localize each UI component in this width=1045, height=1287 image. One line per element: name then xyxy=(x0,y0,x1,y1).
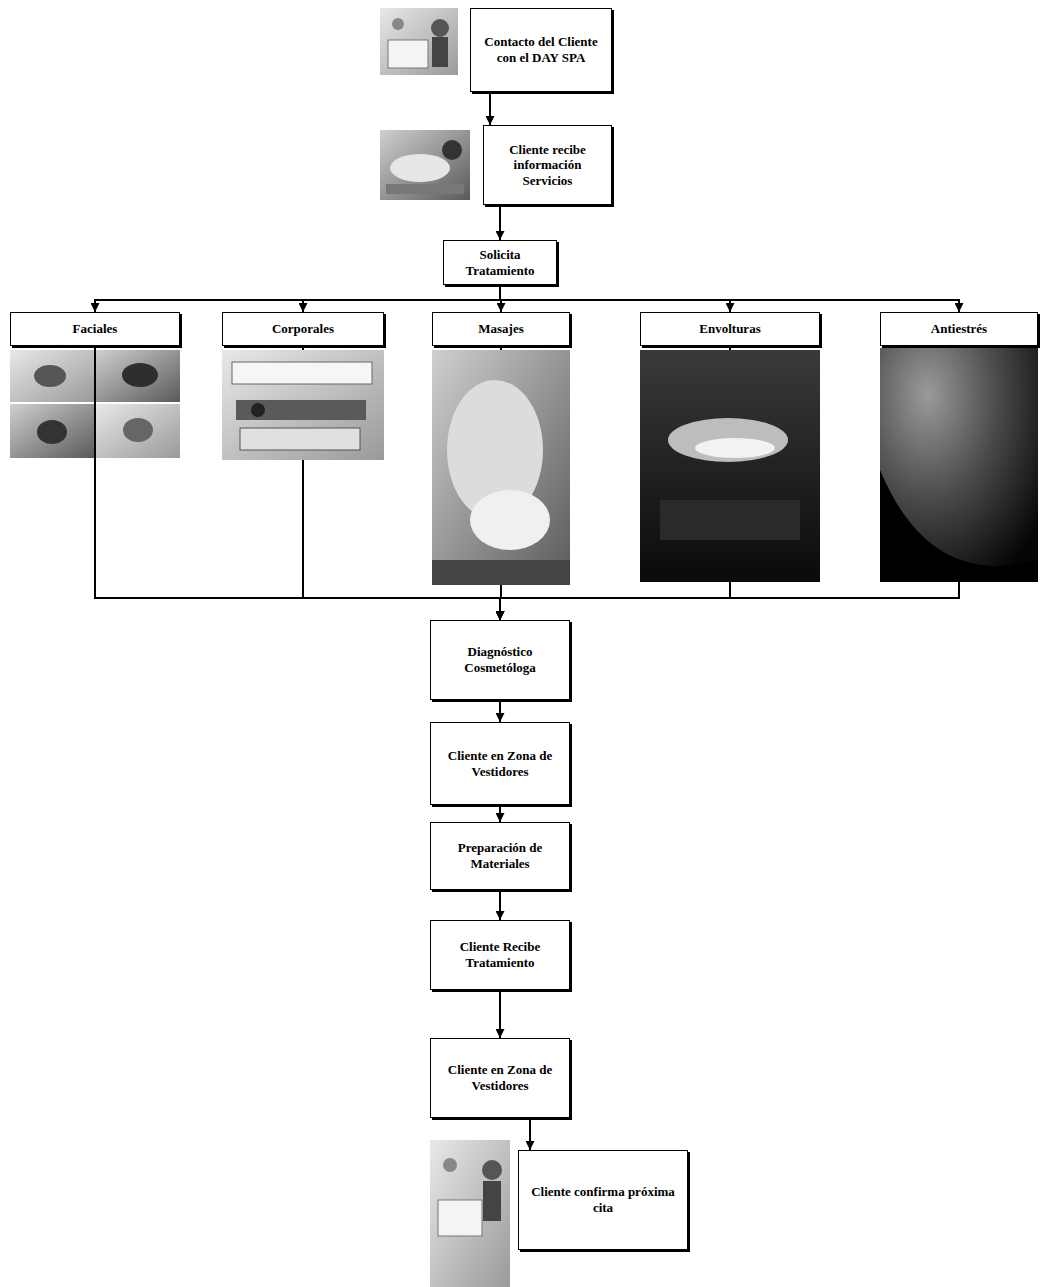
flow-arrow xyxy=(499,990,501,1038)
photo-illustration xyxy=(380,8,458,75)
flow-arrow xyxy=(499,805,501,822)
box-label: Faciales xyxy=(73,321,118,337)
box-label: Cliente Recibe Tratamiento xyxy=(439,939,561,970)
process-box: Cliente Recibe Tratamiento xyxy=(430,920,570,990)
process-box: Faciales xyxy=(10,312,180,346)
box-label: Envolturas xyxy=(699,321,760,337)
flow-arrow xyxy=(95,285,500,312)
flow-arrow xyxy=(500,346,959,620)
process-box: Cliente en Zona de Vestidores xyxy=(430,1038,570,1118)
flow-arrow xyxy=(500,285,730,312)
process-box: Masajes xyxy=(432,312,570,346)
flow-arrow xyxy=(500,346,501,620)
box-label: Contacto del Cliente con el DAY SPA xyxy=(479,34,603,65)
box-label: Cliente en Zona de Vestidores xyxy=(439,748,561,779)
box-label: Cliente recibe información Servicios xyxy=(492,142,603,189)
box-label: Solicita Tratamiento xyxy=(452,247,548,278)
flow-arrow xyxy=(499,890,501,920)
photo-illustration xyxy=(10,350,180,458)
flow-arrow xyxy=(95,346,500,620)
box-label: Cliente confirma próxima cita xyxy=(527,1184,679,1215)
photo-illustration xyxy=(432,350,570,585)
process-box: Preparación de Materiales xyxy=(430,822,570,890)
process-box: Cliente confirma próxima cita xyxy=(518,1150,688,1250)
process-box: Cliente en Zona de Vestidores xyxy=(430,722,570,805)
flow-arrow xyxy=(303,285,500,312)
flow-arrow xyxy=(500,285,501,312)
box-label: Antiestrés xyxy=(931,321,987,337)
flow-arrow xyxy=(499,205,501,240)
process-box: Contacto del Cliente con el DAY SPA xyxy=(470,8,612,92)
process-box: Cliente recibe información Servicios xyxy=(483,125,612,205)
process-box: Solicita Tratamiento xyxy=(443,240,557,285)
photo-illustration xyxy=(640,350,820,582)
photo-illustration xyxy=(222,350,384,460)
flow-arrow xyxy=(500,346,730,620)
flow-arrow xyxy=(489,92,491,125)
box-label: Diagnóstico Cosmetóloga xyxy=(439,644,561,675)
flow-arrow xyxy=(499,700,501,722)
box-label: Preparación de Materiales xyxy=(439,840,561,871)
photo-illustration xyxy=(380,130,470,200)
flow-arrow xyxy=(500,285,959,312)
process-box: Antiestrés xyxy=(880,312,1038,346)
process-box: Diagnóstico Cosmetóloga xyxy=(430,620,570,700)
process-box: Corporales xyxy=(222,312,384,346)
flow-arrow xyxy=(529,1118,531,1150)
box-label: Corporales xyxy=(272,321,334,337)
flow-arrow xyxy=(303,346,500,620)
photo-illustration xyxy=(880,348,1038,582)
box-label: Masajes xyxy=(478,321,524,337)
box-label: Cliente en Zona de Vestidores xyxy=(439,1062,561,1093)
photo-illustration xyxy=(430,1140,510,1287)
process-box: Envolturas xyxy=(640,312,820,346)
